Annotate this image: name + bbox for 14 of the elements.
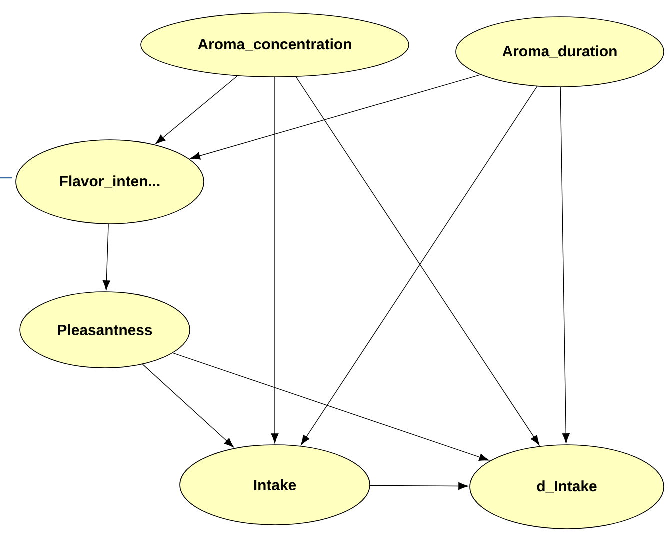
arrow [560,87,570,444]
arrow [142,364,234,448]
ellipse-node: Aroma_concentration [140,12,410,78]
arrow [370,482,468,490]
ellipse-node: Aroma_duration [456,16,664,88]
ellipse-node: Pleasantness [20,292,190,368]
ellipse-node: Flavor_inten... [16,140,204,224]
arrow [102,224,110,290]
ellipse-node: Intake [180,444,370,526]
arrow [172,352,490,462]
arrow [190,74,481,160]
arrow [271,77,279,444]
ellipse-node: d_Intake [470,444,664,530]
arrow [156,76,238,144]
